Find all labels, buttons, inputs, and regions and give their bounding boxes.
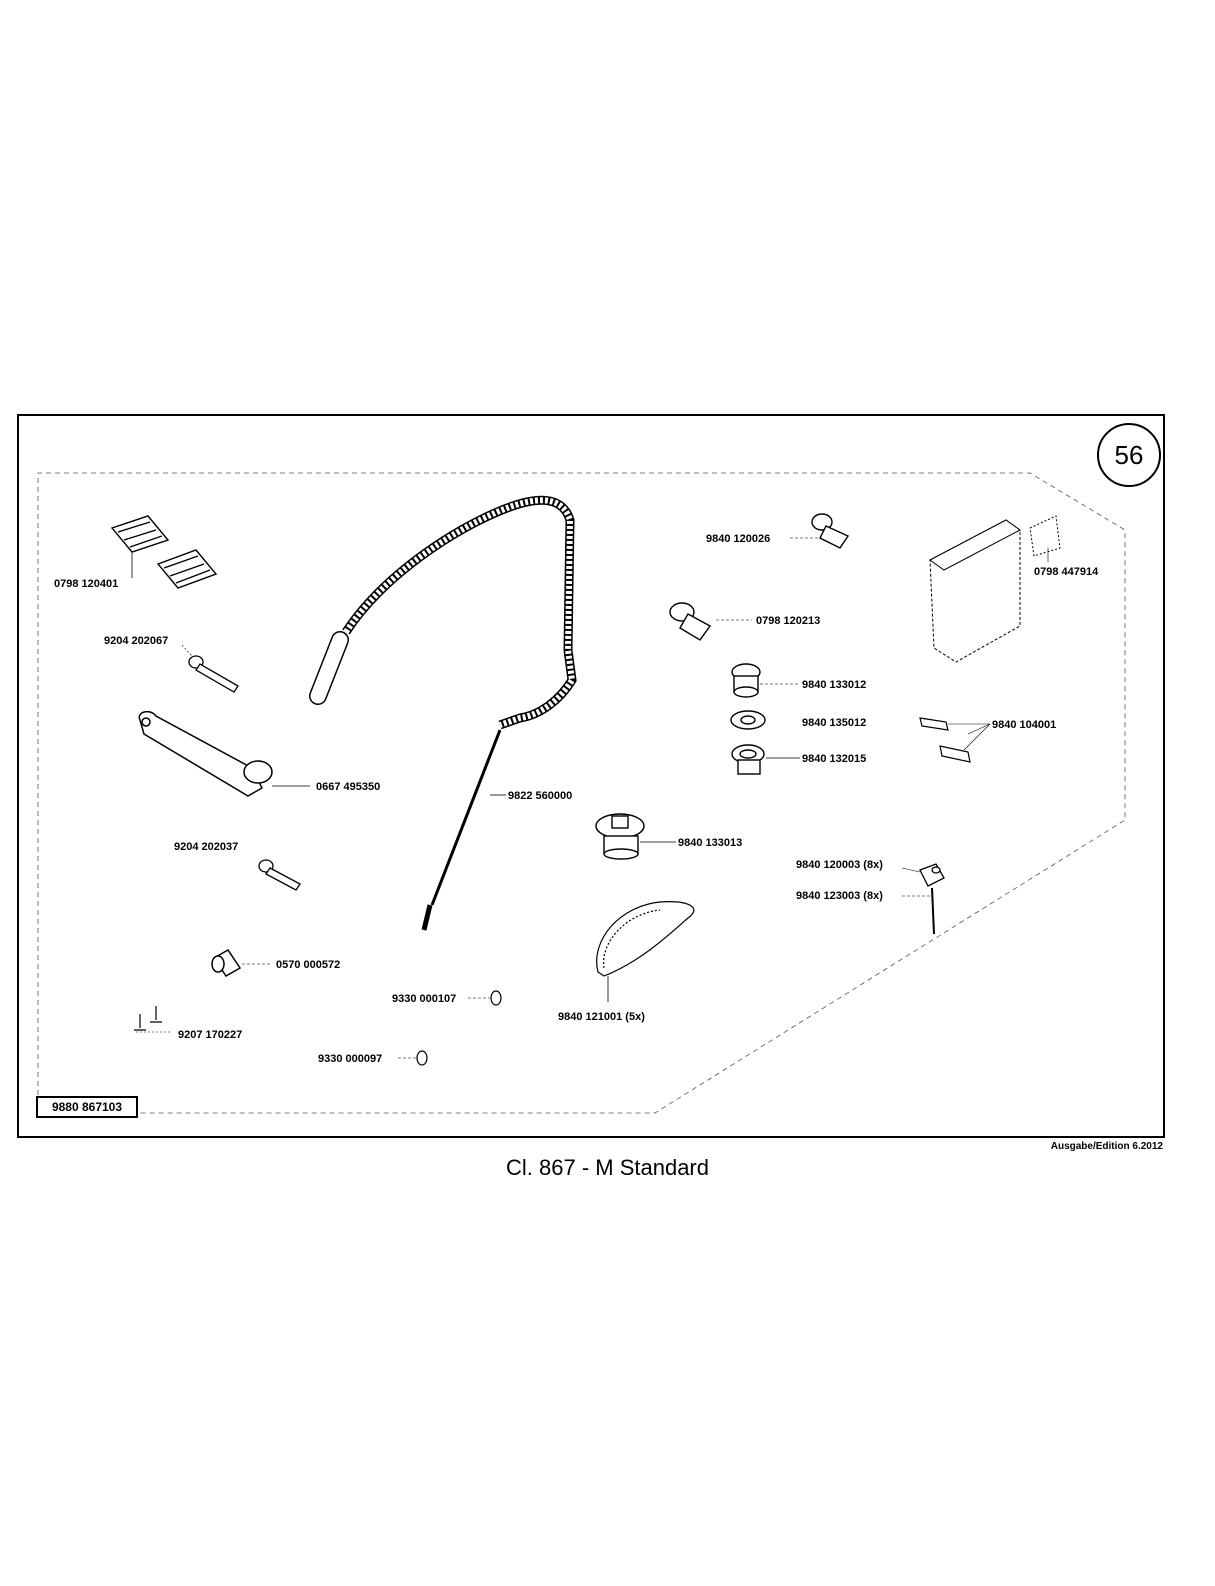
diagram-frame xyxy=(17,414,1165,1138)
nut-icon xyxy=(730,710,766,730)
cable-tie-icon xyxy=(596,901,695,977)
plug-icon xyxy=(731,663,761,698)
page-title: Cl. 867 - M Standard xyxy=(506,1155,709,1180)
part-label: 9840 133013 xyxy=(678,837,742,849)
perspective-outline xyxy=(37,472,1126,1114)
wrench-icon xyxy=(138,710,273,797)
part-label: 9330 000107 xyxy=(392,993,456,1005)
bushing-icon xyxy=(211,949,242,977)
part-label: 9204 202067 xyxy=(104,635,168,647)
part-label: 9840 121001 (5x) xyxy=(558,1011,645,1023)
part-label: 9840 104001 xyxy=(992,719,1056,731)
part-label: 9840 133012 xyxy=(802,679,866,691)
part-label: 0798 120401 xyxy=(54,578,118,590)
part-label: 9840 120026 xyxy=(706,533,770,545)
page-number-badge: 56 xyxy=(1097,423,1161,487)
module-icon xyxy=(929,515,1061,663)
part-label: 0798 120213 xyxy=(756,615,820,627)
clamp-icon xyxy=(811,513,850,549)
part-label: 9840 132015 xyxy=(802,753,866,765)
part-label: 0570 000572 xyxy=(276,959,340,971)
part-label: 9840 123003 (8x) xyxy=(796,890,883,902)
washer-icon xyxy=(490,990,502,1006)
document-number: 9880 867103 xyxy=(36,1096,138,1118)
clip-icon xyxy=(919,863,945,935)
washer-icon xyxy=(416,1050,428,1066)
connector-icon xyxy=(919,717,971,763)
part-label: 0798 447914 xyxy=(1034,566,1099,578)
plug-icon xyxy=(731,744,765,775)
part-label: 9840 120003 (8x) xyxy=(796,859,883,871)
screw-icon xyxy=(188,655,239,693)
part-label: 9840 135012 xyxy=(802,717,866,729)
nail-icon xyxy=(134,1006,172,1033)
part-label: 9204 202037 xyxy=(174,841,238,853)
screw-icon xyxy=(258,859,301,891)
plug-icon xyxy=(595,813,645,860)
clamp-icon xyxy=(669,602,712,641)
edition-label: Ausgabe/Edition 6.2012 xyxy=(1050,1141,1163,1152)
cable-harness-icon xyxy=(309,495,577,931)
clip-icon xyxy=(110,515,218,589)
part-label: 9822 560000 xyxy=(508,790,572,802)
part-label: 9330 000097 xyxy=(318,1053,382,1065)
part-label: 0667 495350 xyxy=(316,781,380,793)
part-label: 9207 170227 xyxy=(178,1029,242,1041)
